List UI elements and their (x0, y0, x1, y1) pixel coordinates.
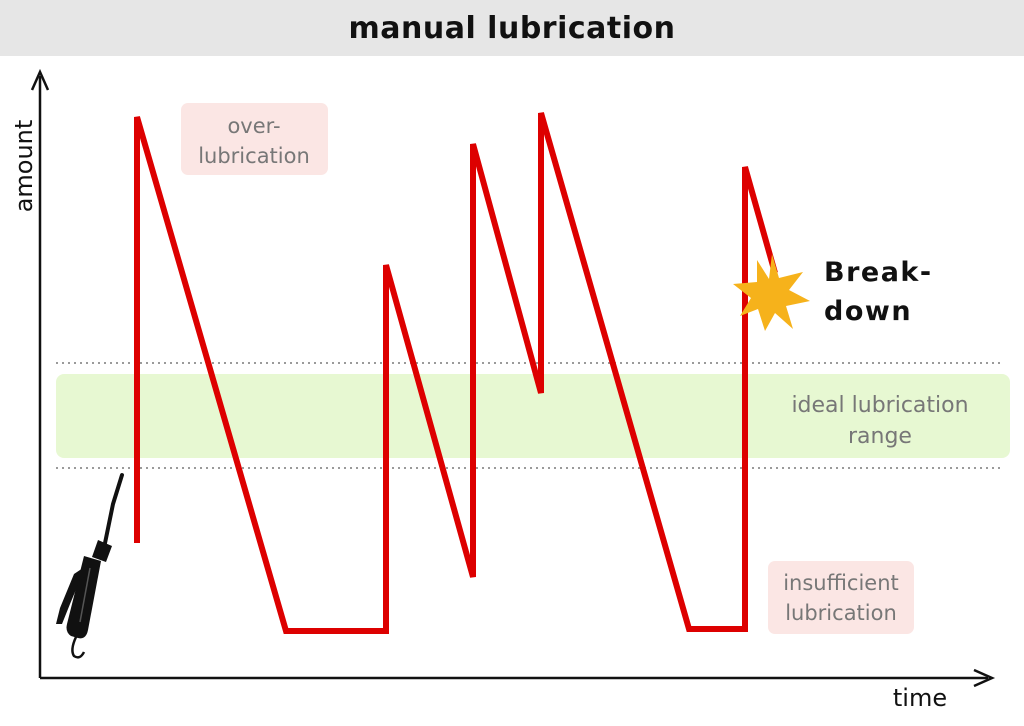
breakdown-text-line2: down (824, 296, 912, 327)
ideal-range-band (56, 374, 1010, 458)
insufficient-lubrication-box (768, 561, 914, 634)
grease-gun-icon (56, 473, 124, 659)
breakdown-text-line1: Break- (824, 257, 933, 288)
diagram-title: manual lubrication (348, 10, 676, 46)
title-bar: manual lubrication (0, 0, 1024, 56)
insufficient-lubrication-text-line1: insufficient (783, 571, 899, 595)
y-axis-label: amount (10, 120, 38, 213)
axes (30, 68, 996, 688)
ideal-range-text-line1: ideal lubrication (791, 393, 968, 418)
over-lubrication-text-line2: lubrication (198, 144, 310, 168)
ideal-range-text-line2: range (848, 424, 912, 449)
explosion-star-icon (733, 254, 810, 331)
over-lubrication-label: over- lubrication (181, 103, 328, 175)
y-axis-arrow (30, 68, 50, 91)
over-lubrication-text-line1: over- (227, 114, 280, 138)
x-axis-label: time (893, 684, 947, 712)
insufficient-lubrication-label: insufficient lubrication (768, 561, 914, 634)
over-lubrication-box (181, 103, 328, 175)
x-axis-arrow (973, 668, 996, 688)
insufficient-lubrication-text-line2: lubrication (785, 601, 897, 625)
lubrication-amount-curve (134, 112, 778, 634)
